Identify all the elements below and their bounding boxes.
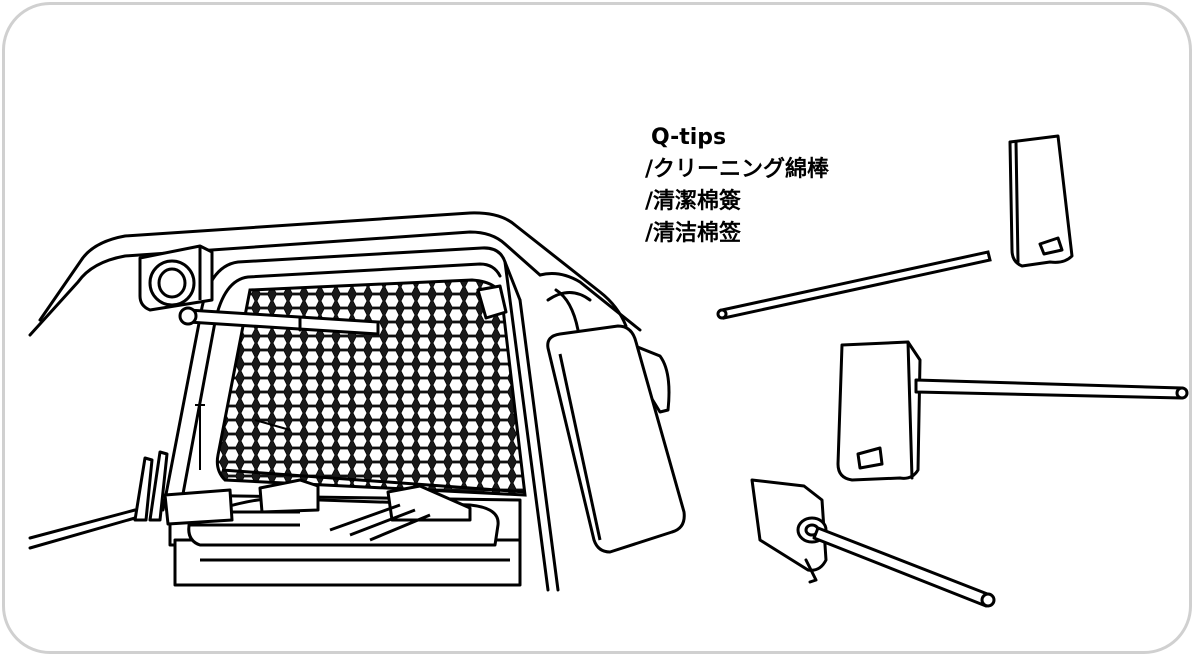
camera-housing — [140, 246, 212, 310]
caption-line-simplified-chinese: /清洁棉签 — [645, 221, 742, 246]
swab-stick-detail-1 — [718, 252, 990, 318]
caption-line-traditional-chinese: /清潔棉簽 — [645, 189, 742, 214]
machine-tray — [170, 480, 520, 585]
machine-body — [30, 213, 640, 590]
left-latches — [135, 452, 232, 524]
swab-tip-detail-1 — [1010, 136, 1072, 266]
fan-grille — [217, 280, 525, 495]
inner-arrow-marks — [195, 400, 290, 470]
swab-assembly-detail-2 — [838, 342, 1187, 480]
caption-line-japanese: /クリーニング綿棒 — [645, 157, 830, 182]
swab-assembly-detail-3 — [752, 480, 994, 606]
side-door-panel — [548, 326, 685, 552]
swab-in-machine — [180, 308, 378, 334]
caption: Q-tips /クリーニング綿棒 /清潔棉簽 /清洁棉签 — [645, 122, 829, 250]
caption-line-english: Q-tips — [651, 125, 727, 150]
grille-bracket — [478, 286, 506, 318]
